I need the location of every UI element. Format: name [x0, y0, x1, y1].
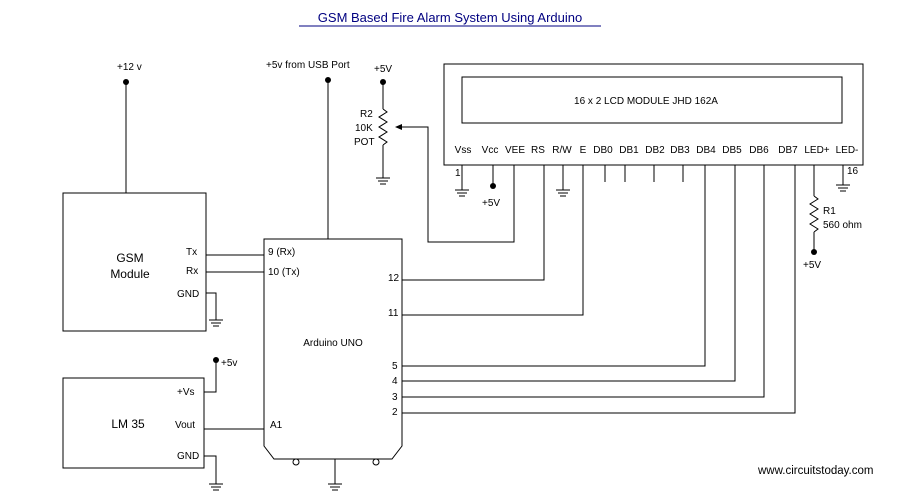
- gsm-module-box: [62, 192, 207, 332]
- arduino-pin-12-label: 12: [388, 273, 400, 284]
- wire-e-pin11: [402, 165, 584, 316]
- gsm-rx-label: Rx: [186, 266, 198, 277]
- arduino-pin-5-label: 5: [392, 361, 398, 372]
- pot-resistor-icon: [378, 108, 388, 146]
- lcd-pin-label-db6: DB6: [749, 145, 769, 156]
- pot-ref-label: R2: [360, 109, 373, 120]
- lcd-vcc-node: [490, 183, 496, 189]
- lcd-pin-label-led: LED+: [804, 145, 829, 156]
- wire-db7-pin2: [402, 165, 796, 414]
- lm35-vs-label: +Vs: [177, 387, 195, 398]
- arduino-label: Arduino UNO: [303, 338, 363, 349]
- wire-db4-pin5: [402, 165, 706, 367]
- r1-supply-label: +5V: [803, 260, 821, 271]
- arduino-pin-4-label: 4: [392, 376, 398, 387]
- usb-supply-label: +5v from USB Port: [266, 60, 350, 71]
- arduino-pin-9-label: 9 (Rx): [268, 247, 295, 258]
- lcd-pin-label-vee: VEE: [505, 145, 525, 156]
- gsm-ground-symbol: [209, 319, 223, 327]
- arduino-uno-box: [263, 238, 403, 460]
- arduino-mount-hole-left: [292, 458, 300, 466]
- lm35-label: LM 35: [111, 417, 145, 431]
- r1-ref-label: R1: [823, 206, 836, 217]
- lcd-vcc-supply-label: +5V: [482, 198, 500, 209]
- lcd-pin-label-db3: DB3: [670, 145, 690, 156]
- arduino-ground-symbol: [328, 483, 342, 491]
- lcd-vss-ground-symbol: [455, 189, 469, 197]
- lm35-box: [62, 377, 205, 469]
- r1-resistor-icon: [809, 195, 819, 233]
- lcd-pin-label-rw: R/W: [552, 145, 572, 156]
- lcd-pin-label-db2: DB2: [645, 145, 665, 156]
- lcd-pin-labels: Vss Vcc VEE RS R/W E DB0 DB1 DB2 DB3 DB4 DB5 DB6 DB7 L…: [455, 145, 859, 156]
- gsm-label-line2: Module: [110, 267, 150, 281]
- wire-rs-pin12: [402, 165, 545, 281]
- wire-vee-pot-wiper: [402, 126, 515, 243]
- gsm-supply-label: +12 v: [117, 62, 142, 73]
- arduino-mount-hole-right: [372, 458, 380, 466]
- arduino-pin-2-label: 2: [392, 407, 398, 418]
- pot-type-label: POT: [354, 137, 375, 148]
- lcd-rw-ground-symbol: [556, 189, 570, 197]
- r1-supply-node: [811, 249, 817, 255]
- lcd-ledminus-ground-symbol: [836, 184, 850, 192]
- lcd-pin-label-db1: DB1: [619, 145, 639, 156]
- lm35-supply-wire: [204, 360, 217, 393]
- pot-wiper-arrow-icon: [395, 124, 402, 130]
- lcd-pin-label-vcc: Vcc: [482, 145, 499, 156]
- lm35-gnd-label: GND: [177, 451, 199, 462]
- lcd-pin-label-rs: RS: [531, 145, 545, 156]
- pot-supply-label: +5V: [374, 64, 392, 75]
- pot-value-label: 10K: [355, 123, 373, 134]
- lcd-pin-label-vss: Vss: [455, 145, 472, 156]
- lcd-label: 16 x 2 LCD MODULE JHD 162A: [574, 96, 718, 107]
- wire-db5-pin4: [402, 165, 736, 382]
- lm35-gnd-wire: [204, 455, 217, 484]
- wire-db6-pin3: [402, 165, 765, 398]
- diagram-title: GSM Based Fire Alarm System Using Arduin…: [318, 10, 582, 25]
- lm35-vout-label: Vout: [175, 420, 195, 431]
- lm35-supply-label: +5v: [221, 358, 237, 369]
- lcd-pin-label-db7: DB7: [778, 145, 798, 156]
- arduino-pin-3-label: 3: [392, 392, 398, 403]
- arduino-pin-11-label: 11: [388, 308, 399, 319]
- lcd-pin16-number: 16: [847, 166, 859, 177]
- gsm-tx-label: Tx: [186, 247, 197, 258]
- gsm-gnd-label: GND: [177, 289, 199, 300]
- lcd-pin-label-db4: DB4: [696, 145, 716, 156]
- lcd-pin-label-led: LED-: [836, 145, 859, 156]
- arduino-pin-a1-label: A1: [270, 420, 283, 431]
- lcd-pin-label-db0: DB0: [593, 145, 613, 156]
- lcd-pin-label-e: E: [580, 145, 587, 156]
- arduino-pin-10-label: 10 (Tx): [268, 267, 300, 278]
- lcd-pin-label-db5: DB5: [722, 145, 742, 156]
- pot-ground-symbol: [376, 177, 390, 185]
- lm35-ground-symbol: [209, 483, 223, 491]
- gsm-gnd-wire: [206, 292, 217, 320]
- lcd-pin1-number: 1: [455, 168, 461, 179]
- website-label: www.circuitstoday.com: [757, 465, 873, 477]
- lcd-screen: [461, 76, 843, 124]
- gsm-label-line1: GSM: [116, 251, 143, 265]
- r1-value-label: 560 ohm: [823, 220, 862, 231]
